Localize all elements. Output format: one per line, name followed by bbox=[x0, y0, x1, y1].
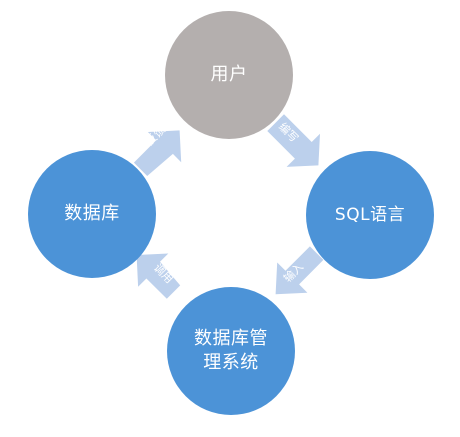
database-node-label: 数据库 bbox=[64, 202, 120, 224]
database-node: 数据库 bbox=[28, 150, 156, 278]
sql-language-node-label: SQL语言 bbox=[334, 204, 406, 225]
sql-language-node: SQL语言 bbox=[306, 151, 434, 279]
user-node-label: 用户 bbox=[210, 63, 248, 85]
user-node: 用户 bbox=[165, 11, 293, 139]
arrow-database-to-user bbox=[133, 130, 182, 176]
arrow-user-to-sql bbox=[267, 114, 320, 167]
arrow-dbms-to-database bbox=[136, 253, 181, 299]
database-management-system-node-label: 数据库管 理系统 bbox=[194, 327, 268, 373]
database-management-system-node: 数据库管 理系统 bbox=[167, 287, 295, 415]
arrow-sql-to-dbms bbox=[275, 246, 324, 295]
